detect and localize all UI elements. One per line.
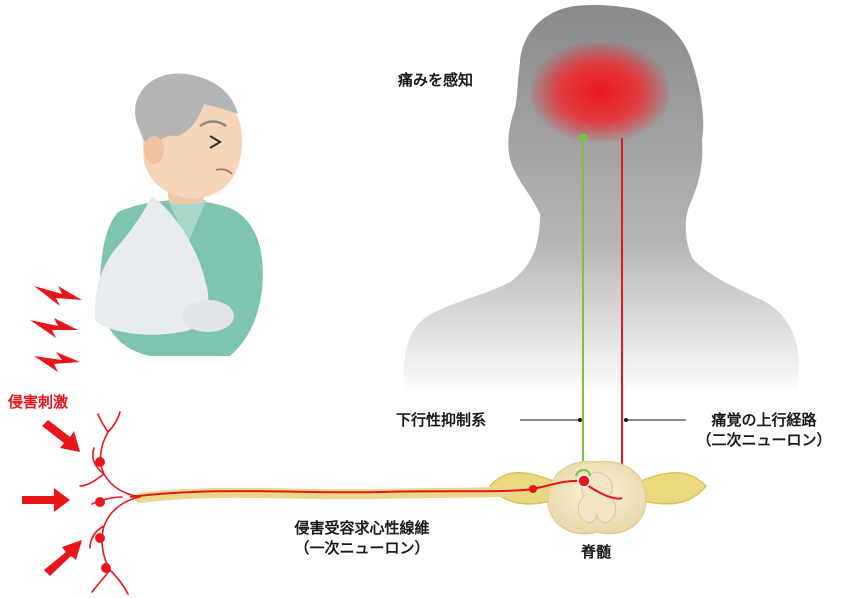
ascending-leader-dot — [624, 418, 628, 422]
descending-leader-dot — [578, 418, 582, 422]
nerve-node-dot — [529, 485, 537, 493]
lightning-icon — [34, 286, 82, 306]
afferent-fiber-label-line2: （一次ニューロン） — [272, 538, 452, 558]
brain-pain-glow — [528, 40, 672, 144]
lightning-icon — [30, 318, 78, 338]
noxious-stimulus-label: 侵害刺激 — [8, 392, 68, 412]
afferent-fiber-label: 侵害受容求心性線維 （一次ニューロン） — [272, 518, 452, 558]
patient-hand — [182, 300, 234, 332]
ascending-pathway-label-line1: 痛覚の上行経路 — [688, 410, 840, 430]
patient-ear — [144, 136, 164, 164]
arrow-icon — [44, 540, 82, 576]
elderly-patient-figure — [95, 73, 263, 356]
lightning-icon — [34, 352, 80, 372]
stimulus-arrows — [22, 420, 82, 576]
ascending-pathway-label: 痛覚の上行経路 （二次ニューロン） — [688, 410, 840, 450]
descending-origin-dot — [579, 134, 588, 143]
ascending-pathway-label-line2: （二次ニューロン） — [688, 430, 840, 450]
descending-inhibitory-label: 下行性抑制系 — [396, 410, 486, 430]
pain-perception-label: 痛みを感知 — [398, 70, 473, 90]
arrow-icon — [42, 420, 80, 452]
synapse-dot — [578, 475, 590, 487]
afferent-fiber-label-line1: 侵害受容求心性線維 — [272, 518, 452, 538]
spinal-cord-cross-section — [490, 461, 706, 533]
spinal-cord-label: 脊髄 — [581, 542, 611, 562]
arrow-icon — [22, 488, 70, 512]
lightning-bolt-icons — [30, 286, 82, 372]
